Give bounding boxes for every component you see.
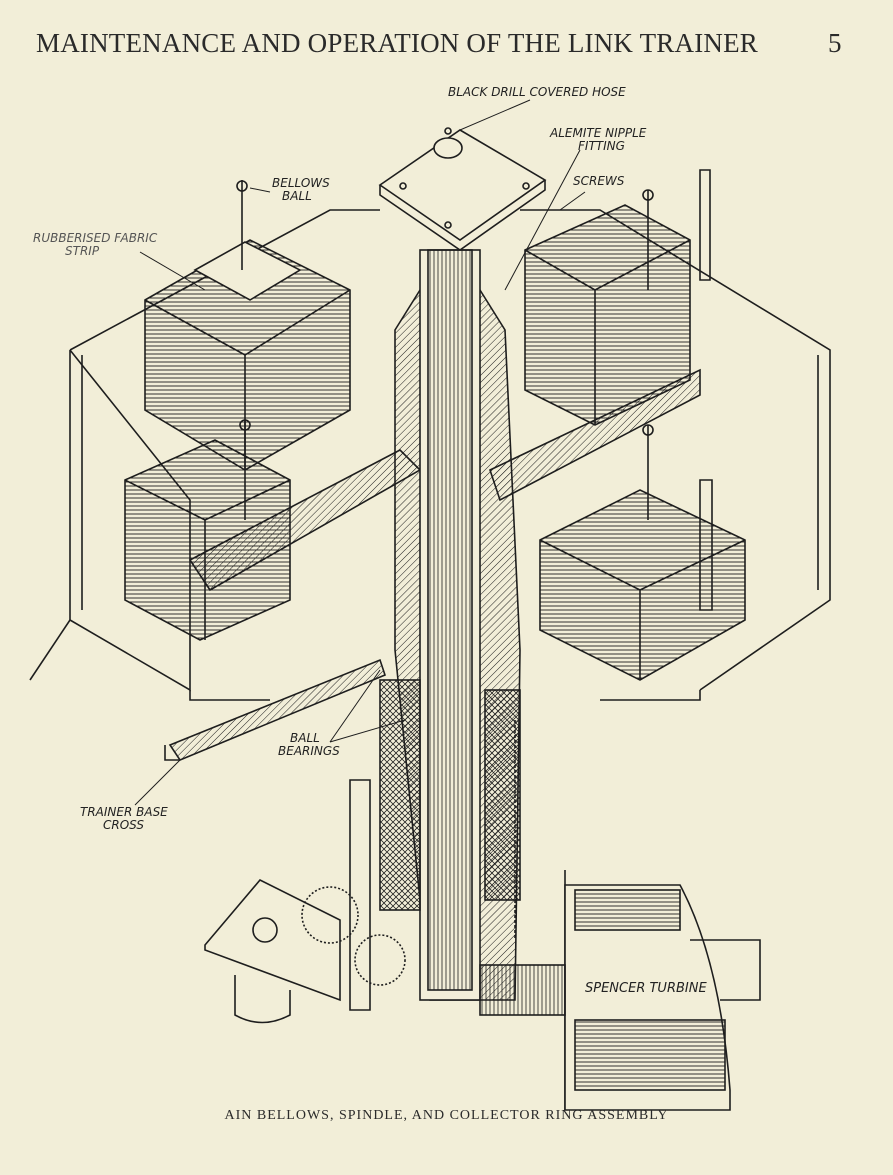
label-base-line2: CROSS [103, 818, 144, 832]
spencer-turbine [479, 870, 761, 1111]
bellows-bottom-left [124, 419, 291, 641]
label-fabric-line1: RUBBERISED FABRIC [33, 231, 158, 245]
label-base-line1: TRAINER BASE [80, 805, 168, 819]
bellows-top-left [144, 180, 351, 471]
gear-bracket [204, 779, 406, 1024]
page-header-title: MAINTENANCE AND OPERATION OF THE LINK TR… [36, 28, 758, 58]
label-bearings-line2: BEARINGS [278, 744, 340, 758]
label-fabric-line2: STRIP [65, 244, 100, 258]
cross-arms [164, 368, 701, 761]
label-turbine: SPENCER TURBINE [585, 981, 707, 996]
page-number: 5 [828, 28, 842, 58]
figure-caption: AIN BELLOWS, SPINDLE, AND COLLECTOR RING… [224, 1108, 669, 1123]
label-bellows-line2: BALL [282, 189, 312, 203]
label-hose: BLACK DRILL COVERED HOSE [448, 85, 626, 99]
leader-lines [134, 99, 586, 806]
label-bearings-line1: BALL [290, 731, 320, 745]
label-bellows-line1: BELLOWS [272, 176, 330, 190]
label-screws: SCREWS [573, 174, 625, 188]
top-plate [378, 127, 547, 251]
label-alemite-line1: ALEMITE NIPPLE [550, 126, 647, 140]
frame [29, 169, 831, 701]
label-alemite-line2: FITTING [578, 139, 625, 153]
central-spindle [379, 249, 521, 1001]
bellows-bottom-right [539, 424, 746, 681]
